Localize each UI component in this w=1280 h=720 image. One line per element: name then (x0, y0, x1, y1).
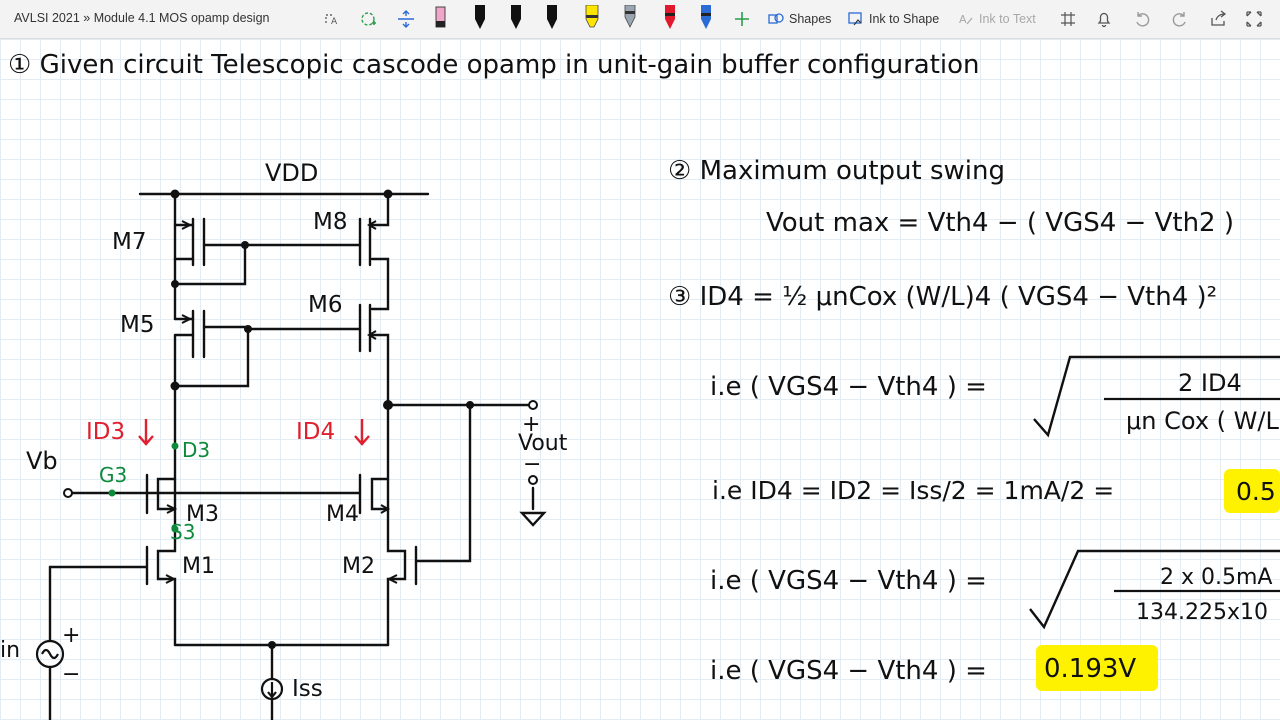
m5-label: M5 (120, 312, 154, 338)
vin-plus-label: + (62, 623, 80, 648)
ink-to-shape-label: Ink to Shape (869, 12, 940, 26)
pen-icon[interactable] (692, 5, 720, 33)
g3-label: G3 (99, 463, 127, 487)
eraser-icon[interactable] (426, 5, 454, 33)
m8-label: M8 (313, 209, 347, 235)
undo-icon[interactable] (1128, 5, 1156, 33)
id4-value-equation: i.e ID4 = ID2 = Iss/2 = 1mA/2 = (712, 476, 1114, 505)
pen-icon[interactable] (466, 5, 494, 33)
add-pen-icon[interactable] (728, 5, 756, 33)
circuit-terminals (63, 400, 538, 498)
shapes-label: Shapes (789, 12, 832, 26)
insert-space-icon[interactable] (392, 5, 420, 33)
m7-label: M7 (112, 229, 146, 255)
s3-label: S3 (170, 520, 195, 544)
shapes-icon (768, 13, 784, 24)
ink-layer: ① Given circuit Telescopic cascode opamp… (0, 50, 1280, 720)
vov-numeric-lhs: i.e ( VGS4 − Vth4 ) = (710, 566, 987, 596)
section-2-heading: ② Maximum output swing (668, 156, 1005, 186)
vb-label: Vb (26, 447, 58, 475)
vov-numeric-numerator: 2 x 0.5mA (1160, 565, 1272, 590)
pen-icon[interactable] (656, 5, 684, 33)
ink-to-text-button[interactable]: A Ink to Text (958, 8, 1036, 30)
vov-numeric-denominator: 134.225x10 (1136, 600, 1268, 625)
lasso-select-icon[interactable]: A (318, 5, 346, 33)
section-3-equation: ③ ID4 = ½ μnCox (W/L)4 ( VGS4 − Vth4 )² (668, 282, 1217, 312)
ink-to-text-icon: A (959, 13, 973, 26)
ink-replay-icon[interactable] (1054, 5, 1082, 33)
pen-icon[interactable] (538, 5, 566, 33)
vout-label: Vout (518, 431, 568, 456)
iss-current-source (260, 677, 284, 701)
vout-minus-label: − (523, 452, 541, 477)
add-space-icon[interactable] (354, 5, 382, 33)
vin-minus-label: − (62, 662, 80, 687)
vdd-label: VDD (265, 159, 318, 187)
m4-label: M4 (326, 502, 359, 527)
d3-label: D3 (182, 438, 210, 462)
redo-icon[interactable] (1166, 5, 1194, 33)
m6-label: M6 (308, 292, 342, 318)
id4-result: 0.5 (1236, 477, 1276, 506)
note-canvas[interactable]: ① Given circuit Telescopic cascode opamp… (0, 39, 1280, 720)
vout-max-equation: Vout max = Vth4 − ( VGS4 − Vth2 ) (766, 208, 1234, 238)
ink-to-shape-icon (848, 12, 862, 26)
ink-to-text-label: Ink to Text (979, 12, 1036, 26)
node-markers (108, 442, 179, 533)
vov-sqrt-numerator: 2 ID4 (1178, 369, 1242, 397)
shapes-button[interactable]: Shapes (768, 8, 831, 30)
breadcrumb[interactable]: AVLSI 2021 » Module 4.1 MOS opamp design (14, 11, 270, 25)
toolbar: AVLSI 2021 » Module 4.1 MOS opamp design… (0, 0, 1280, 39)
ac-source (35, 639, 65, 669)
vov-result: 0.193V (1044, 654, 1136, 684)
svg-text:A: A (959, 13, 967, 26)
pen-icon[interactable] (502, 5, 530, 33)
note-title: ① Given circuit Telescopic cascode opamp… (8, 50, 980, 80)
sqrt-sign (1029, 549, 1280, 630)
m3-label: M3 (186, 502, 219, 527)
circuit-nodes (170, 189, 474, 649)
m1-label: M1 (182, 554, 215, 579)
iss-label: Iss (292, 676, 323, 702)
vout-plus-label: + (522, 412, 540, 437)
highlighter-icon[interactable] (578, 5, 606, 33)
id3-label: ID3 (86, 419, 125, 445)
vov-result-lhs: i.e ( VGS4 − Vth4 ) = (710, 656, 987, 686)
share-icon[interactable] (1204, 5, 1232, 33)
m2-label: M2 (342, 554, 375, 579)
svg-text:A: A (331, 17, 338, 27)
highlight (1036, 645, 1158, 691)
circuit-diagram (48, 192, 547, 720)
vov-sqrt-denominator: μn Cox ( W/L (1126, 407, 1279, 435)
bell-icon[interactable] (1090, 5, 1118, 33)
vov-sqrt-lhs: i.e ( VGS4 − Vth4 ) = (710, 372, 987, 402)
pen-icon[interactable] (616, 5, 644, 33)
vin-label: in (0, 638, 20, 663)
fullscreen-icon[interactable] (1240, 5, 1268, 33)
sqrt-sign (1033, 355, 1280, 438)
id4-label: ID4 (296, 419, 335, 445)
transistor-arrows (165, 220, 398, 584)
current-arrows (138, 419, 370, 446)
highlight (1224, 469, 1280, 513)
ink-to-shape-button[interactable]: Ink to Shape (848, 8, 939, 30)
